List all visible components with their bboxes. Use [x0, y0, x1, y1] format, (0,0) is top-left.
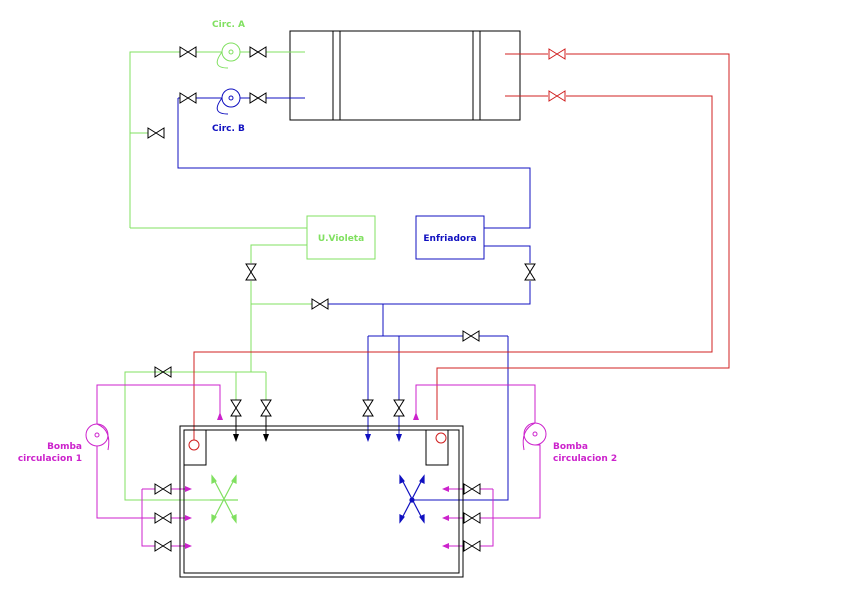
valve-icon	[548, 90, 566, 102]
magenta-arrows	[185, 412, 449, 549]
valve-icon	[311, 298, 329, 310]
valve-icon	[245, 263, 257, 281]
pump1-label-line1: Bomba	[47, 442, 82, 452]
valve-icon	[548, 48, 566, 60]
tank	[179, 425, 464, 578]
valve-icon	[154, 483, 172, 495]
blue-diffuser	[399, 474, 425, 524]
blue-circuit	[177, 88, 531, 501]
heat-exchanger	[289, 30, 521, 121]
valve-icon	[362, 399, 374, 417]
valve-icon	[463, 483, 481, 495]
valve-icon	[154, 512, 172, 524]
circ-a-label: Circ. A	[212, 20, 245, 30]
pump2-label-line2: circulacion 2	[553, 454, 617, 464]
magenta-circuit-2	[415, 384, 547, 547]
valve-icon	[249, 46, 267, 58]
magenta-circuit-1	[85, 384, 221, 547]
circ-b-label: Circ. B	[212, 124, 245, 134]
valve-icon	[463, 512, 481, 524]
valve-icon	[147, 127, 165, 139]
valve-icon	[463, 540, 481, 552]
valve-icon	[179, 92, 197, 104]
pump1-label-line2: circulacion 1	[18, 454, 82, 464]
uv-label: U.Violeta	[318, 234, 364, 244]
valve-icon	[230, 399, 242, 417]
valve-icon	[179, 46, 197, 58]
chiller-label: Enfriadora	[423, 234, 476, 244]
valves	[147, 46, 536, 552]
pump2-label-line1: Bomba	[553, 442, 588, 452]
inlet-arrows	[233, 416, 402, 442]
valve-icon	[524, 263, 536, 281]
red-circuit	[188, 53, 730, 451]
valve-icon	[154, 540, 172, 552]
valve-icon	[260, 399, 272, 417]
valve-icon	[249, 92, 267, 104]
green-diffuser	[210, 474, 238, 524]
valve-icon	[462, 330, 480, 342]
red-valves	[548, 48, 566, 102]
valve-icon	[393, 399, 405, 417]
green-circuit	[124, 42, 376, 501]
